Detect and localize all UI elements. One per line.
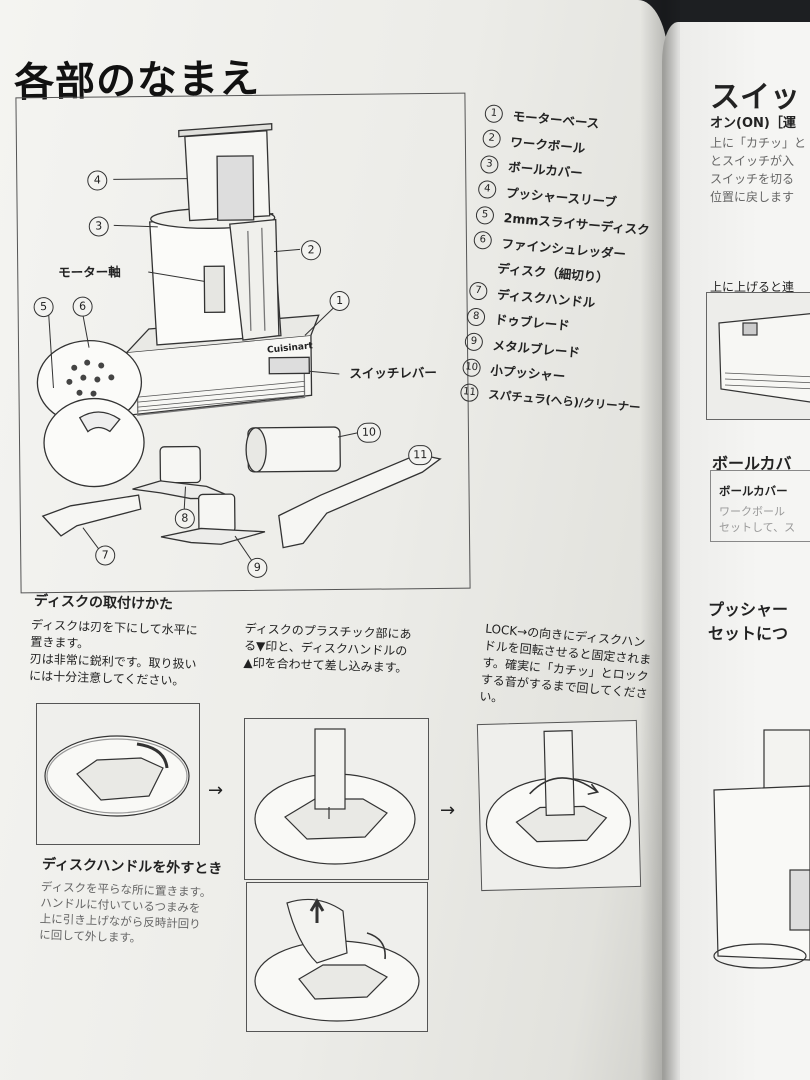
disc-attach-heading: ディスクの取付けかた — [33, 593, 174, 613]
callout-7: 7 — [95, 545, 116, 566]
motor-shaft-label: モーター軸 — [58, 264, 121, 280]
right-page-section-pusher-cont: セットにつ — [708, 624, 789, 643]
step2-illustration — [244, 718, 429, 880]
callout-3: 3 — [88, 216, 109, 237]
right-page-line: 上に「カチッ」と — [710, 136, 807, 150]
switch-lever-label: スイッチレバー — [349, 364, 437, 381]
step-arrow-icon: → — [208, 780, 224, 801]
callout-5: 5 — [33, 296, 54, 318]
right-page-pusher-illustration — [700, 720, 810, 980]
right-page-line: とスイッチが入 — [710, 154, 795, 168]
disc-remove-text: ディスクを平らな所に置きます。 ハンドルに付いているつまみを 上に引き上げながら… — [38, 879, 212, 946]
callout-4: 4 — [87, 170, 108, 191]
parts-diagram: 4 3 2 1 5 6 10 11 8 7 9 モーター軸 スイッチレバー Cu… — [15, 92, 471, 594]
step3-illustration — [476, 719, 642, 892]
right-page-line: スイッチを切る — [710, 172, 795, 186]
callout-1: 1 — [329, 290, 350, 312]
right-page-note-box: ボールカバー ワークボール セットして、ス — [710, 470, 810, 542]
disc-remove-illustration — [246, 882, 428, 1032]
callout-11: 11 — [408, 445, 433, 466]
disc-attach-step1: ディスクは刃を下にして水平に 置きます。 刃は非常に鋭利です。取り扱い には十分… — [28, 617, 198, 689]
right-page-line: 位置に戻します — [710, 190, 795, 204]
page-gutter — [640, 0, 680, 1080]
step1-illustration — [36, 703, 200, 845]
right-page-caption: 上に上げると連 — [710, 280, 795, 294]
food-processor-illustration — [36, 122, 442, 567]
right-page-section-bowl-cover: ボールカバ — [712, 454, 792, 473]
right-page-subtitle: オン(ON)［運 — [710, 116, 796, 131]
callout-8: 8 — [174, 508, 195, 529]
disc-attach-step3: LOCK→の向きにディスクハン ドルを回転させると固定されま す。確実に「カチッ… — [478, 621, 652, 706]
disc-attach-step2: ディスクのプラスチック部にあ る▼印と、ディスクハンドルの ▲印を合わせて差し込… — [243, 621, 412, 676]
callout-9: 9 — [247, 557, 268, 578]
callout-6: 6 — [72, 296, 93, 317]
right-page-switch-illustration — [706, 292, 810, 420]
callout-2: 2 — [300, 240, 322, 261]
right-page-section-pusher: プッシャー — [708, 600, 789, 619]
step-arrow-icon: → — [440, 800, 456, 821]
right-page-title: スイッ — [710, 80, 800, 115]
callout-10: 10 — [356, 422, 382, 443]
